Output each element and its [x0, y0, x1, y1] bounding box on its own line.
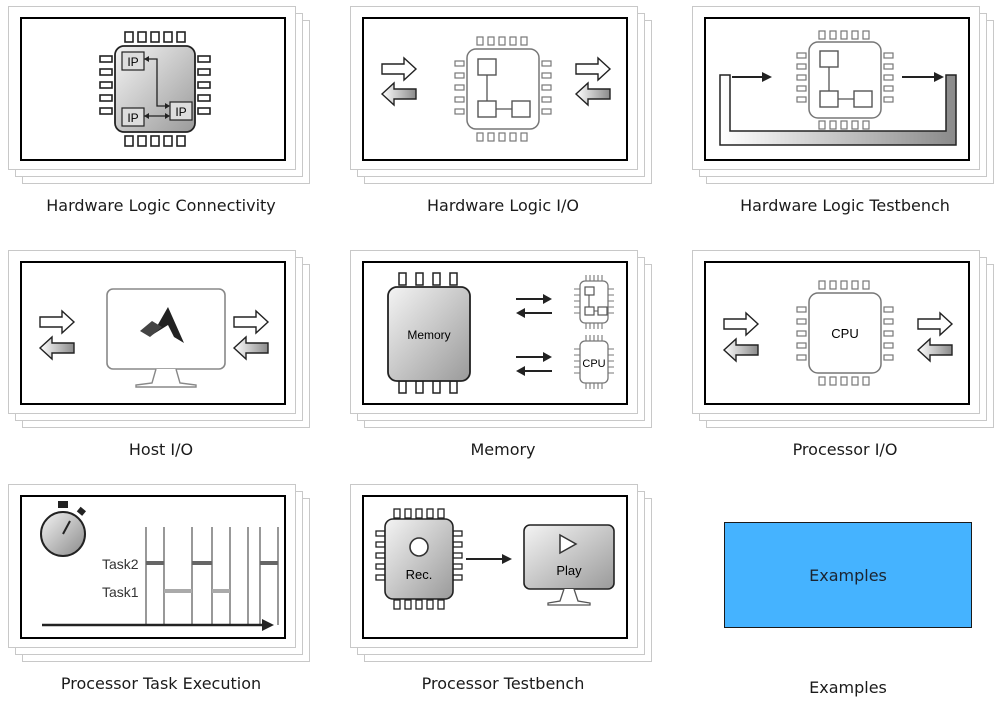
examples-box-text: Examples: [809, 565, 887, 585]
block-icon-hardware-logic-testbench: [704, 17, 970, 161]
examples-block[interactable]: Examples: [724, 522, 972, 628]
block-stack: [8, 250, 318, 428]
stopwatch-icon: [40, 501, 86, 557]
block-label: Memory: [470, 440, 536, 459]
block-label: Hardware Logic I/O: [427, 196, 579, 215]
matlab-logo-icon: [140, 307, 184, 343]
block-host-io[interactable]: Host I/O: [0, 244, 330, 474]
block-icon-memory: Memory: [362, 261, 628, 405]
play-text: Play: [556, 563, 582, 578]
sheet: CPU: [692, 250, 980, 414]
ip-chip-icon: IP IP IP: [99, 31, 211, 147]
task-timeline-icon: Task2 Task1: [40, 501, 279, 631]
sheet: [8, 250, 296, 414]
chip-label: IP: [127, 55, 138, 69]
block-icon-host-io: [20, 261, 286, 405]
rec-text: Rec.: [406, 567, 433, 582]
block-icon-hardware-logic-connectivity: IP IP IP: [20, 17, 286, 161]
block-processor-io[interactable]: CPU Processor I/O: [684, 244, 1006, 474]
processor-io-icon: CPU: [722, 280, 954, 386]
block-memory[interactable]: Memory: [342, 244, 672, 474]
block-stack: [350, 6, 660, 184]
block-hardware-logic-testbench[interactable]: Hardware Logic Testbench: [684, 0, 1006, 230]
block-label: Processor Testbench: [421, 674, 585, 693]
sheet: [350, 6, 638, 170]
block-label: Host I/O: [128, 440, 194, 459]
block-icon-processor-task-execution: Task2 Task1: [20, 495, 286, 639]
sheet: Memory: [350, 250, 638, 414]
block-hardware-logic-io[interactable]: Hardware Logic I/O: [342, 0, 672, 230]
block-processor-testbench[interactable]: Rec. Play Processor Testbench: [342, 478, 672, 708]
sheet: [692, 6, 980, 170]
block-label: Processor I/O: [792, 440, 898, 459]
block-stack: [692, 6, 1002, 184]
cpu-text: CPU: [582, 358, 605, 370]
sheet: IP IP IP: [8, 6, 296, 170]
block-stack: Rec. Play: [350, 484, 660, 662]
block-icon-processor-io: CPU: [704, 261, 970, 405]
block-stack: Memory: [350, 250, 660, 428]
record-play-icon: Rec. Play: [375, 508, 615, 610]
hardware-io-icon: [380, 36, 612, 142]
task-label: Task2: [102, 556, 139, 572]
block-label: Processor Task Execution: [60, 674, 262, 693]
sheet: Rec. Play: [350, 484, 638, 648]
task-label: Task1: [102, 584, 139, 600]
block-stack: Task2 Task1: [8, 484, 318, 662]
memory-icon: Memory: [387, 272, 614, 394]
examples-label: Examples: [809, 678, 887, 697]
block-label: Hardware Logic Testbench: [740, 196, 950, 215]
block-stack: CPU: [692, 250, 1002, 428]
chip-label: IP: [127, 111, 138, 125]
cpu-text: CPU: [831, 326, 858, 341]
block-processor-task-execution[interactable]: Task2 Task1: [0, 478, 330, 708]
block-stack: IP IP IP: [8, 6, 318, 184]
chip-label: IP: [175, 105, 186, 119]
memory-text: Memory: [407, 328, 450, 342]
sheet: Task2 Task1: [8, 484, 296, 648]
block-icon-hardware-logic-io: [362, 17, 628, 161]
block-icon-processor-testbench: Rec. Play: [362, 495, 628, 639]
block-label: Hardware Logic Connectivity: [46, 196, 276, 215]
testbench-icon: [719, 30, 957, 146]
block-hardware-logic-connectivity[interactable]: IP IP IP Hardware Logic Connectivity: [0, 0, 330, 230]
host-monitor-icon: [38, 288, 270, 388]
